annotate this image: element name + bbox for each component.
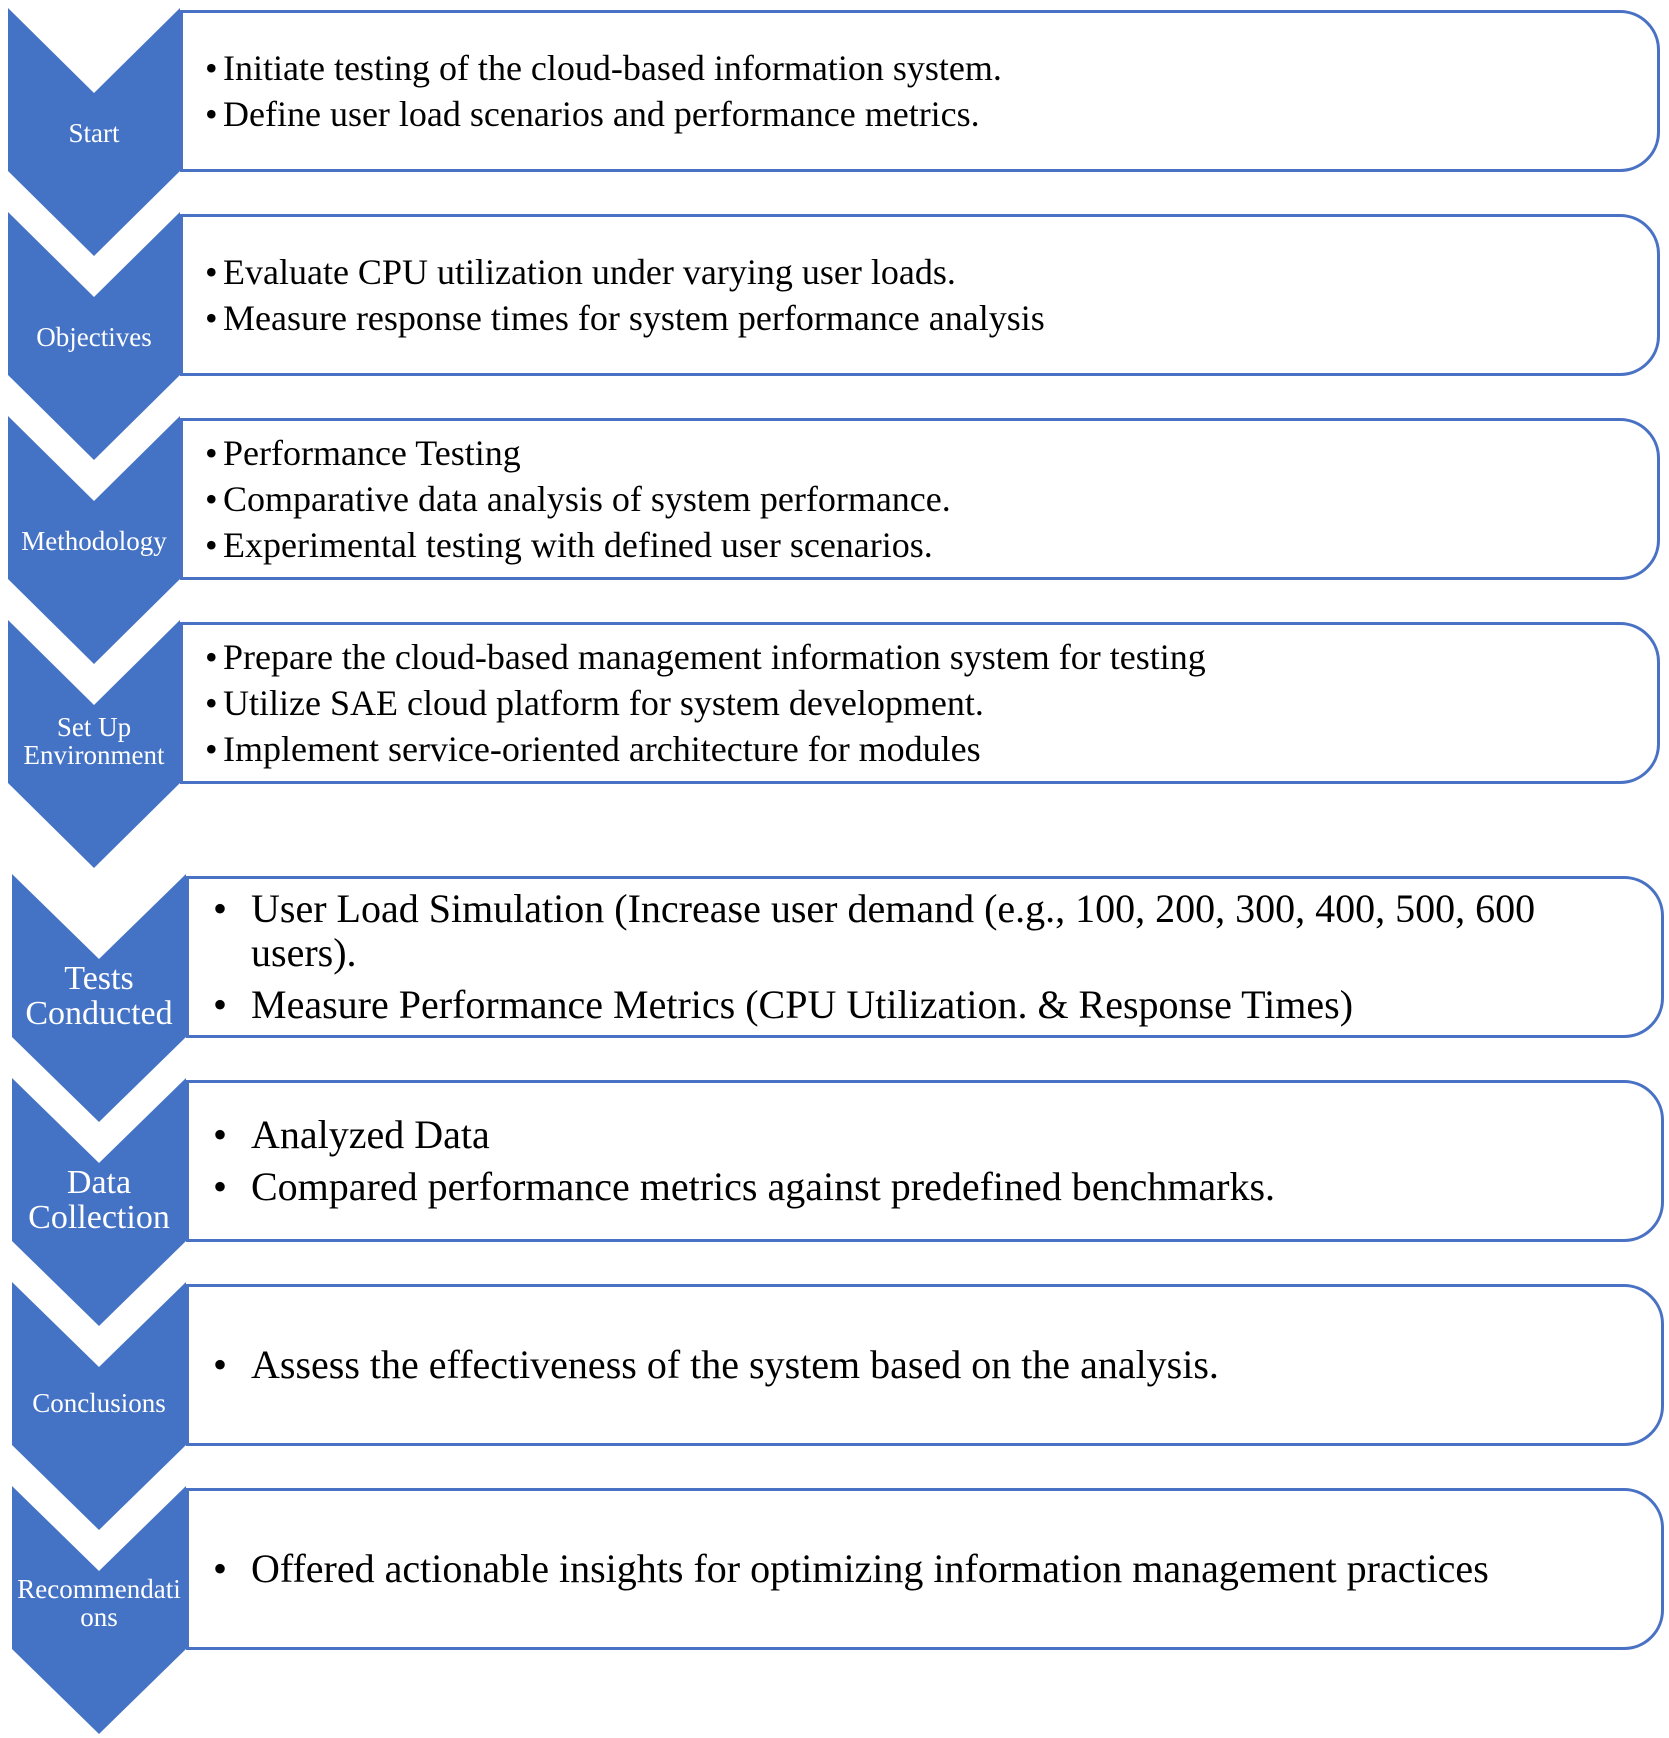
step-details-box: • Assess the effectiveness of the system … [186, 1284, 1664, 1446]
bullet-icon: • [213, 1342, 228, 1387]
bullet-icon: • [213, 886, 228, 931]
bullet-text: Comparative data analysis of system perf… [223, 479, 951, 519]
bullet-text: Initiate testing of the cloud-based info… [223, 48, 1002, 88]
bullet-icon: • [205, 637, 218, 677]
bullet-icon: • [205, 94, 218, 134]
step-label: Conclusions [32, 1388, 166, 1418]
bullet-icon: • [205, 298, 218, 338]
bullet-item: •Define user load scenarios and performa… [205, 91, 1637, 137]
step-label: Objectives [36, 322, 152, 352]
chevron-step-7 [12, 1282, 186, 1530]
bullet-item: •Comparative data analysis of system per… [205, 476, 1637, 522]
bullet-item: •Utilize SAE cloud platform for system d… [205, 680, 1637, 726]
bullet-text: Measure response times for system perfor… [223, 298, 1045, 338]
step-details-box: •Evaluate CPU utilization under varying … [180, 214, 1660, 376]
bullet-text: Utilize SAE cloud platform for system de… [223, 683, 984, 723]
chevron-step-5 [12, 874, 186, 1122]
bullet-item: • Assess the effectiveness of the system … [213, 1343, 1637, 1387]
chevron-step-4 [8, 620, 180, 868]
bullet-item: •Implement service-oriented architecture… [205, 726, 1637, 772]
bullet-item: • Compared performance metrics against pr… [213, 1165, 1637, 1209]
step-details-box: • Analyzed Data • Compared performance metr… [186, 1080, 1664, 1242]
bullet-icon: • [213, 1546, 228, 1591]
bullet-icon: • [205, 729, 218, 769]
step-details-box: •Performance Testing•Comparative data an… [180, 418, 1660, 580]
chevron-step-6 [12, 1078, 186, 1326]
bullet-icon: • [205, 48, 218, 88]
bullet-icon: • [205, 479, 218, 519]
bullet-text: User Load Simulation (Increase user dema… [251, 886, 1536, 975]
step-details-box: • User Load Simulation (Increase user dem… [186, 876, 1664, 1038]
chevron-step-8 [12, 1486, 186, 1734]
bullet-text: Offered actionable insights for optimizi… [251, 1546, 1489, 1591]
bullet-icon: • [205, 683, 218, 723]
bullet-item: •Evaluate CPU utilization under varying … [205, 249, 1637, 295]
step-label: Methodology [21, 526, 167, 556]
bullet-icon: • [213, 982, 228, 1027]
step-label: Data Collection [28, 1164, 170, 1236]
bullet-text: Assess the effectiveness of the system b… [251, 1342, 1219, 1387]
bullet-icon: • [205, 433, 218, 473]
bullet-icon: • [213, 1164, 228, 1209]
bullet-text: Performance Testing [223, 433, 521, 473]
bullet-text: Measure Performance Metrics (CPU Utiliza… [251, 982, 1354, 1027]
bullet-item: •Initiate testing of the cloud-based inf… [205, 45, 1637, 91]
bullet-icon: • [205, 525, 218, 565]
bullet-text: Prepare the cloud-based management infor… [223, 637, 1206, 677]
step-details-box: •Initiate testing of the cloud-based inf… [180, 10, 1660, 172]
step-details-box: • Offered actionable insights for optimiz… [186, 1488, 1664, 1650]
bullet-text: Implement service-oriented architecture … [223, 729, 981, 769]
bullet-text: Compared performance metrics against pre… [251, 1164, 1276, 1209]
bullet-text: Define user load scenarios and performan… [223, 94, 980, 134]
bullet-item: •Prepare the cloud-based management info… [205, 634, 1637, 680]
step-label: Start [68, 118, 120, 148]
bullet-item: • Analyzed Data [213, 1113, 1637, 1157]
bullet-text: Analyzed Data [251, 1112, 490, 1157]
step-label: Tests Conducted [25, 960, 173, 1032]
bullet-icon: • [213, 1112, 228, 1157]
bullet-item: •Measure response times for system perfo… [205, 295, 1637, 341]
bullet-text: Experimental testing with defined user s… [223, 525, 933, 565]
chevron-step-3 [8, 416, 180, 664]
bullet-text: Evaluate CPU utilization under varying u… [223, 252, 956, 292]
bullet-item: •Experimental testing with defined user … [205, 522, 1637, 568]
bullet-item: • User Load Simulation (Increase user dem… [213, 887, 1637, 975]
chevron-step-1 [8, 8, 180, 256]
bullet-icon: • [205, 252, 218, 292]
bullet-item: • Offered actionable insights for optimiz… [213, 1547, 1637, 1591]
bullet-item: • Measure Performance Metrics (CPU Utiliz… [213, 983, 1637, 1027]
chevron-step-2 [8, 212, 180, 460]
bullet-item: •Performance Testing [205, 430, 1637, 476]
step-label: Set Up Environment [23, 712, 165, 770]
step-label: Recommendations [17, 1574, 181, 1632]
step-details-box: •Prepare the cloud-based management info… [180, 622, 1660, 784]
